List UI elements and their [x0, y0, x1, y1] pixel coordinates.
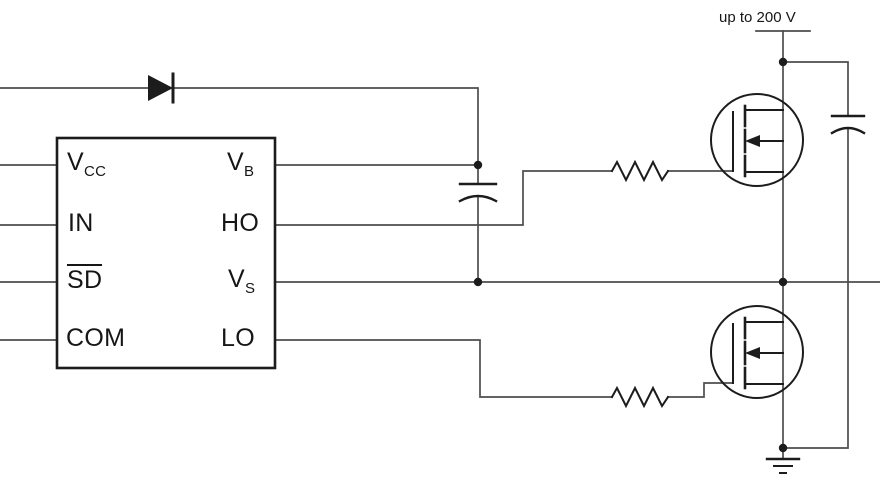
gate-resistor-low-icon — [610, 385, 670, 409]
junction-dots — [473, 57, 788, 453]
bootstrap-diode-icon — [148, 72, 175, 104]
wire-lo — [274, 339, 613, 398]
pin-label-vs: VS — [228, 265, 256, 297]
junction-dot — [778, 443, 788, 453]
pin-com-base: COM — [66, 324, 126, 352]
supply-voltage-label: up to 200 V — [719, 9, 796, 26]
wire-buscap-bottom — [782, 127, 849, 449]
driver-ic-body — [55, 136, 277, 370]
pin-in-base: IN — [68, 209, 94, 237]
mosfet-body-arrow — [745, 347, 760, 359]
pin-vcc-base: V — [67, 148, 84, 176]
wire-ho — [274, 170, 613, 226]
pin-lo-base: LO — [221, 324, 255, 352]
bootstrap-capacitor-icon — [458, 182, 498, 203]
junction-dot — [473, 277, 483, 287]
capacitor-plate-bottom — [458, 194, 498, 203]
wire-bootstrap-out — [172, 87, 479, 166]
wire-buscap-top — [782, 61, 849, 117]
wires — [0, 30, 880, 460]
pin-ho-base: HO — [221, 209, 260, 237]
junction-dot — [778, 277, 788, 287]
mosfet-outline — [710, 305, 804, 399]
mosfet-body-arrow — [745, 135, 760, 147]
pin-vb-base: V — [227, 148, 244, 176]
bus-capacitor-icon — [830, 114, 866, 135]
pin-vs-base: V — [228, 265, 245, 293]
pin-label-vcc: VCC — [67, 148, 107, 180]
pin-label-sd: SD — [67, 264, 103, 295]
diode-anode-triangle — [148, 75, 173, 101]
junction-dot — [473, 160, 483, 170]
low-side-mosfet-icon — [710, 305, 804, 399]
pin-label-com: COM — [66, 324, 126, 353]
wire-lo-gate — [667, 382, 734, 398]
pin-vcc-sub: CC — [83, 163, 107, 180]
ground-icon — [765, 457, 801, 474]
pin-label-ho: HO — [221, 209, 260, 238]
junction-dot — [778, 57, 788, 67]
gate-resistor-high-icon — [610, 159, 670, 183]
high-side-mosfet-icon — [710, 93, 804, 187]
pin-vs-sub: S — [244, 280, 256, 297]
mosfet-outline — [710, 93, 804, 187]
pin-label-vb: VB — [227, 148, 255, 180]
pin-sd-base: SD — [67, 264, 103, 294]
pin-vb-sub: B — [243, 163, 255, 180]
pin-label-lo: LO — [221, 324, 255, 353]
pin-label-in: IN — [68, 209, 94, 238]
capacitor-plate-bottom — [830, 126, 866, 135]
